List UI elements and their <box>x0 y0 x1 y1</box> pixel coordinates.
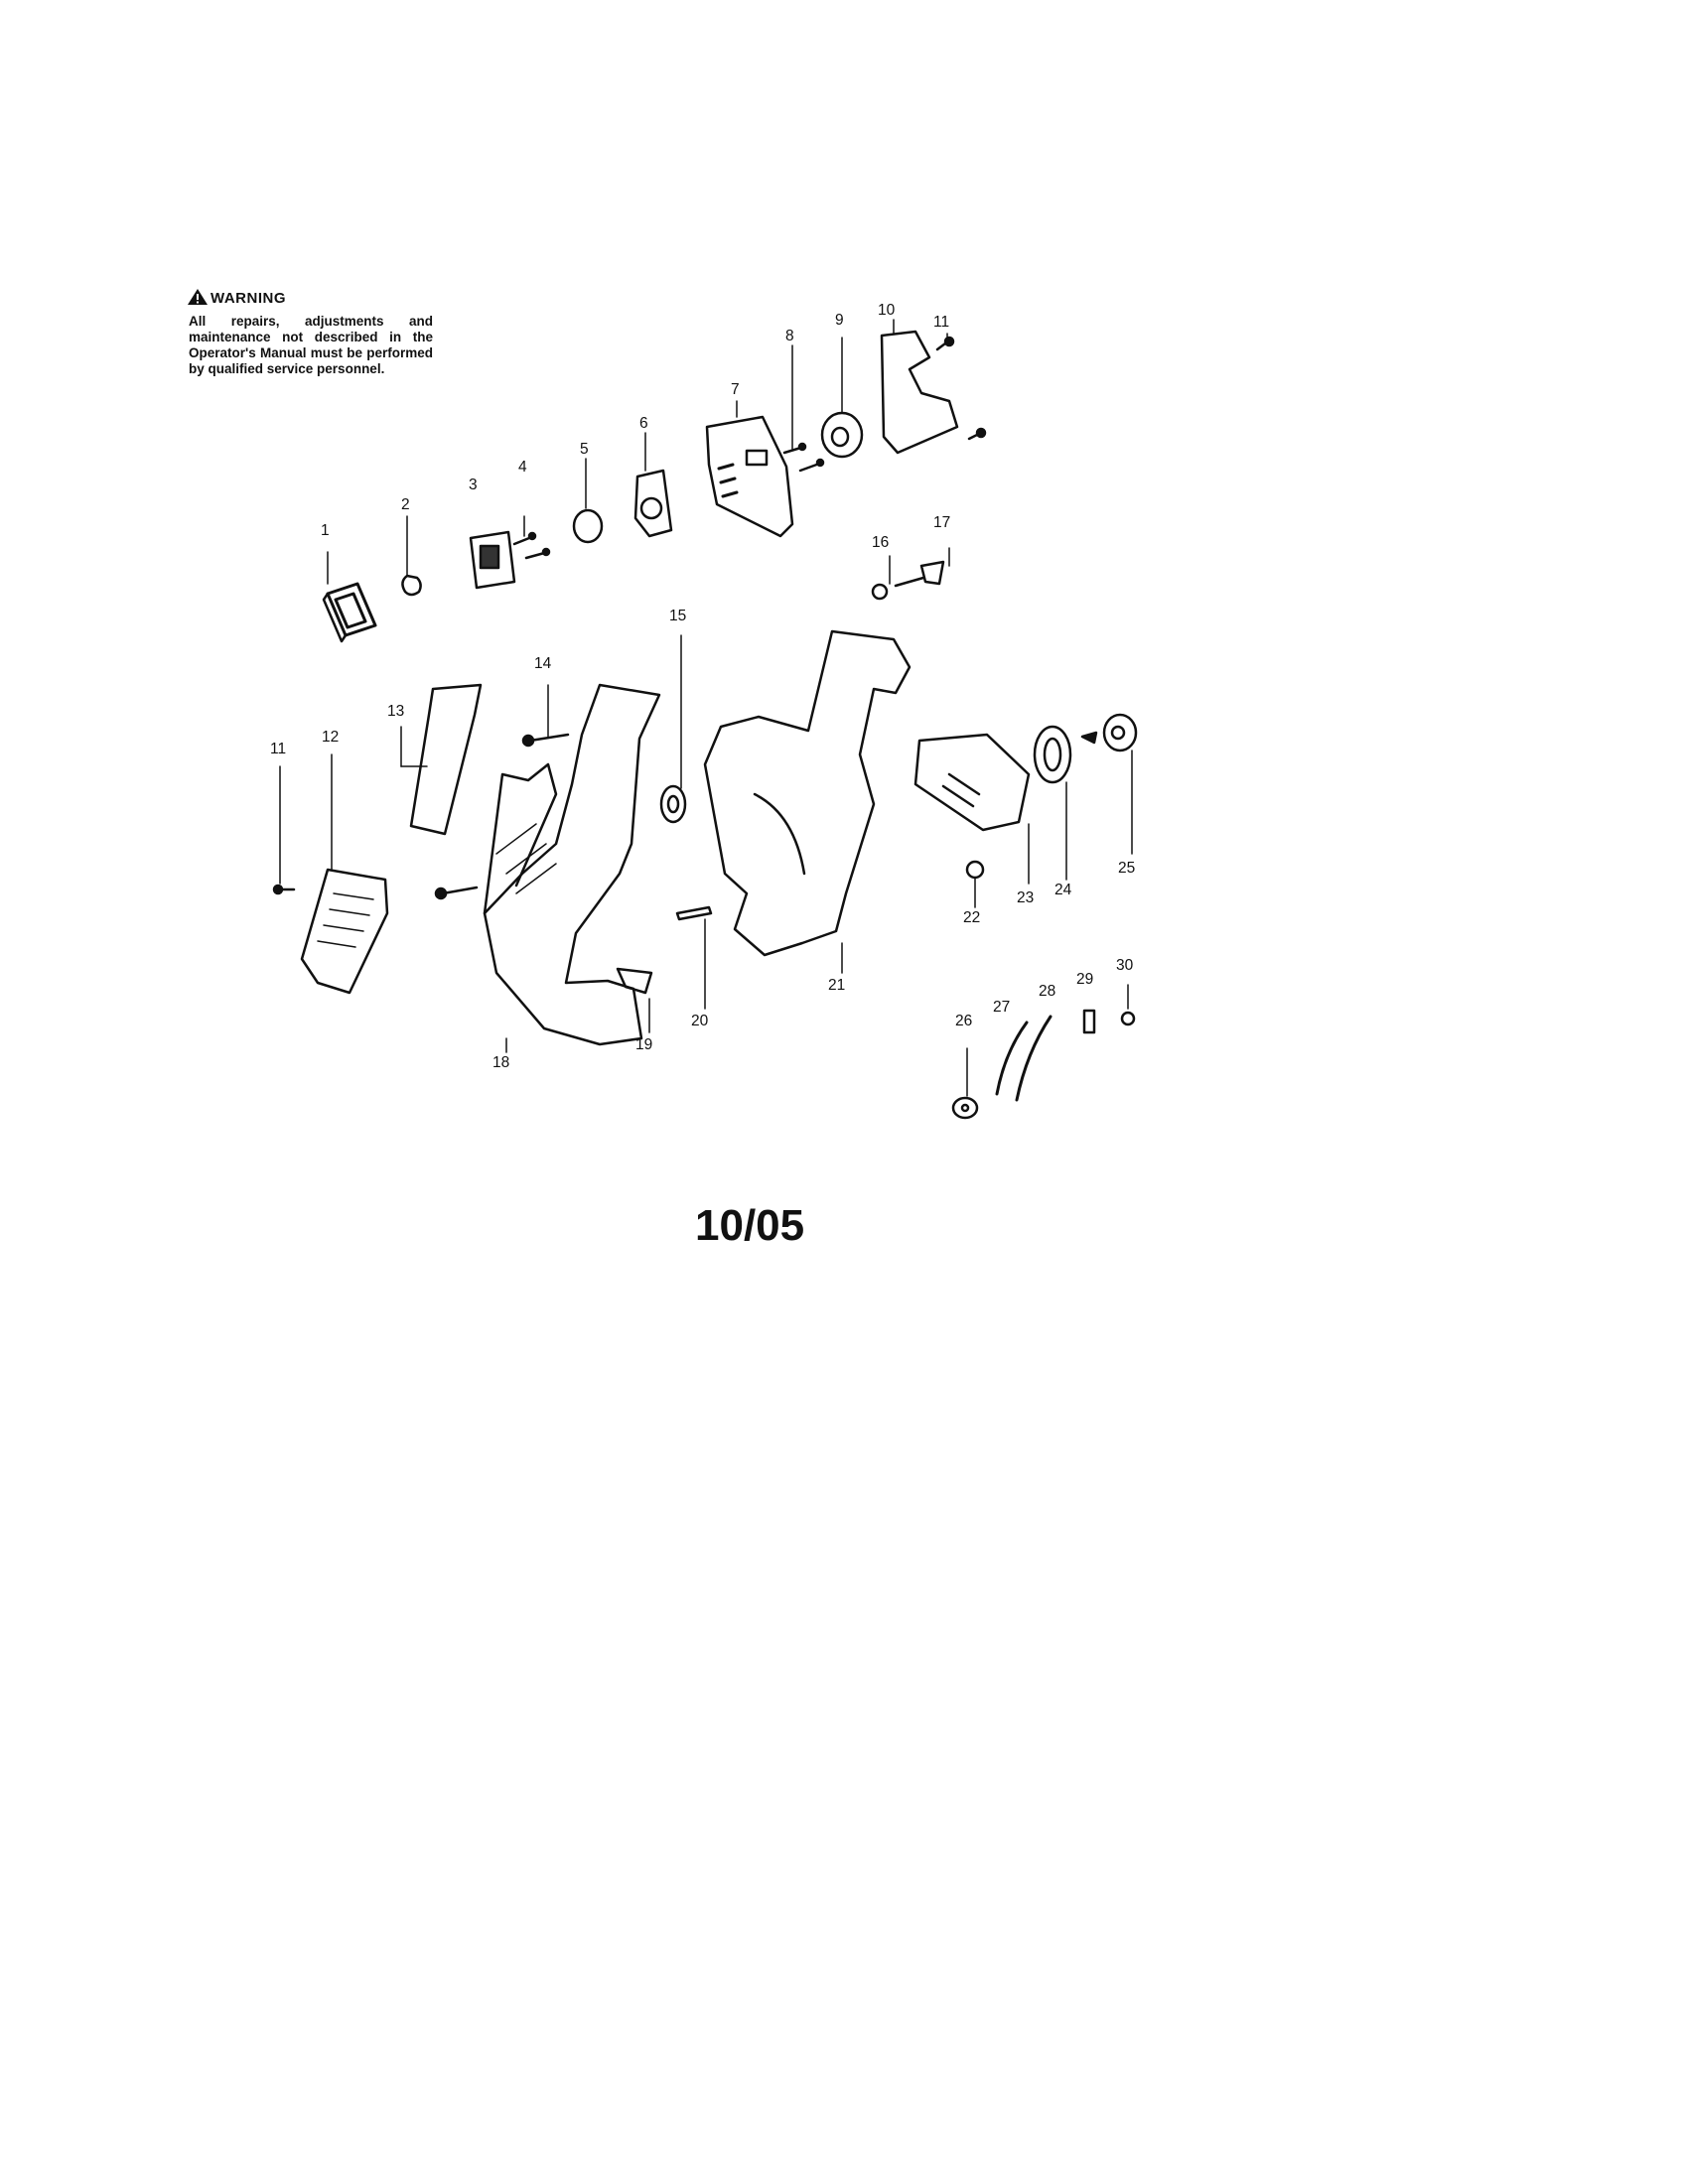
part-26-30-small <box>951 1009 1136 1120</box>
callout-26: 26 <box>955 1013 973 1029</box>
callout-21: 21 <box>828 977 846 994</box>
callout-9: 9 <box>835 312 844 329</box>
callout-8: 8 <box>785 328 794 344</box>
part-25-cap <box>1080 713 1138 752</box>
part-5-cap <box>572 508 604 544</box>
callout-5: 5 <box>580 441 589 458</box>
part-3-block <box>469 530 516 590</box>
part-15-gear <box>659 784 687 824</box>
leader-lines <box>279 319 1133 1097</box>
part-1-gasket <box>322 582 377 643</box>
part-8-screws <box>782 442 825 473</box>
part-14-screw <box>434 733 570 900</box>
callout-20: 20 <box>691 1013 709 1029</box>
callout-2: 2 <box>401 496 410 513</box>
part-23-filter <box>913 733 1031 832</box>
callout-18: 18 <box>492 1054 510 1071</box>
part-10-plate <box>880 330 959 455</box>
warning-title: WARNING <box>210 290 286 307</box>
callout-30: 30 <box>1116 957 1134 974</box>
callout-28: 28 <box>1039 983 1056 1000</box>
warning-text: All repairs, adjustments and maintenance… <box>189 314 433 376</box>
callout-13: 13 <box>387 703 405 720</box>
callout-27: 27 <box>993 999 1011 1016</box>
callout-3: 3 <box>469 477 478 493</box>
callout-11-top: 11 <box>933 314 950 331</box>
revision-date: 10/05 <box>695 1201 805 1250</box>
part-6-bracket <box>633 469 673 538</box>
part-18-housing <box>483 683 661 1046</box>
callout-29: 29 <box>1076 971 1094 988</box>
callout-11-left: 11 <box>270 741 287 757</box>
callout-1: 1 <box>321 522 330 539</box>
part-21-housing <box>703 629 912 957</box>
part-9-washer <box>820 411 864 459</box>
part-4-screws <box>512 531 551 560</box>
callout-25: 25 <box>1118 860 1136 877</box>
part-13-handle <box>409 683 483 836</box>
callout-24: 24 <box>1054 882 1072 898</box>
part-24-ring <box>1033 725 1072 784</box>
callout-15: 15 <box>669 608 687 624</box>
callout-4: 4 <box>518 459 527 476</box>
part-16-nut <box>871 583 889 601</box>
callout-19: 19 <box>635 1036 653 1053</box>
part-12-guard <box>300 868 389 995</box>
callout-14: 14 <box>534 655 552 672</box>
part-11-screws <box>272 336 987 895</box>
part-2-clip <box>401 574 422 597</box>
part-17-knob <box>894 560 945 588</box>
callout-17: 17 <box>933 514 951 531</box>
part-20-pin <box>675 905 713 921</box>
part-19-latch <box>616 967 653 995</box>
callout-23: 23 <box>1017 889 1035 906</box>
callout-10: 10 <box>878 302 896 319</box>
part-7-cover <box>705 415 794 538</box>
callout-12: 12 <box>322 729 340 746</box>
callout-16: 16 <box>872 534 890 551</box>
callout-22: 22 <box>963 909 981 926</box>
callout-7: 7 <box>731 381 740 398</box>
part-22-washer <box>965 860 985 880</box>
callout-6: 6 <box>639 415 648 432</box>
warning-triangle-icon <box>188 289 208 305</box>
